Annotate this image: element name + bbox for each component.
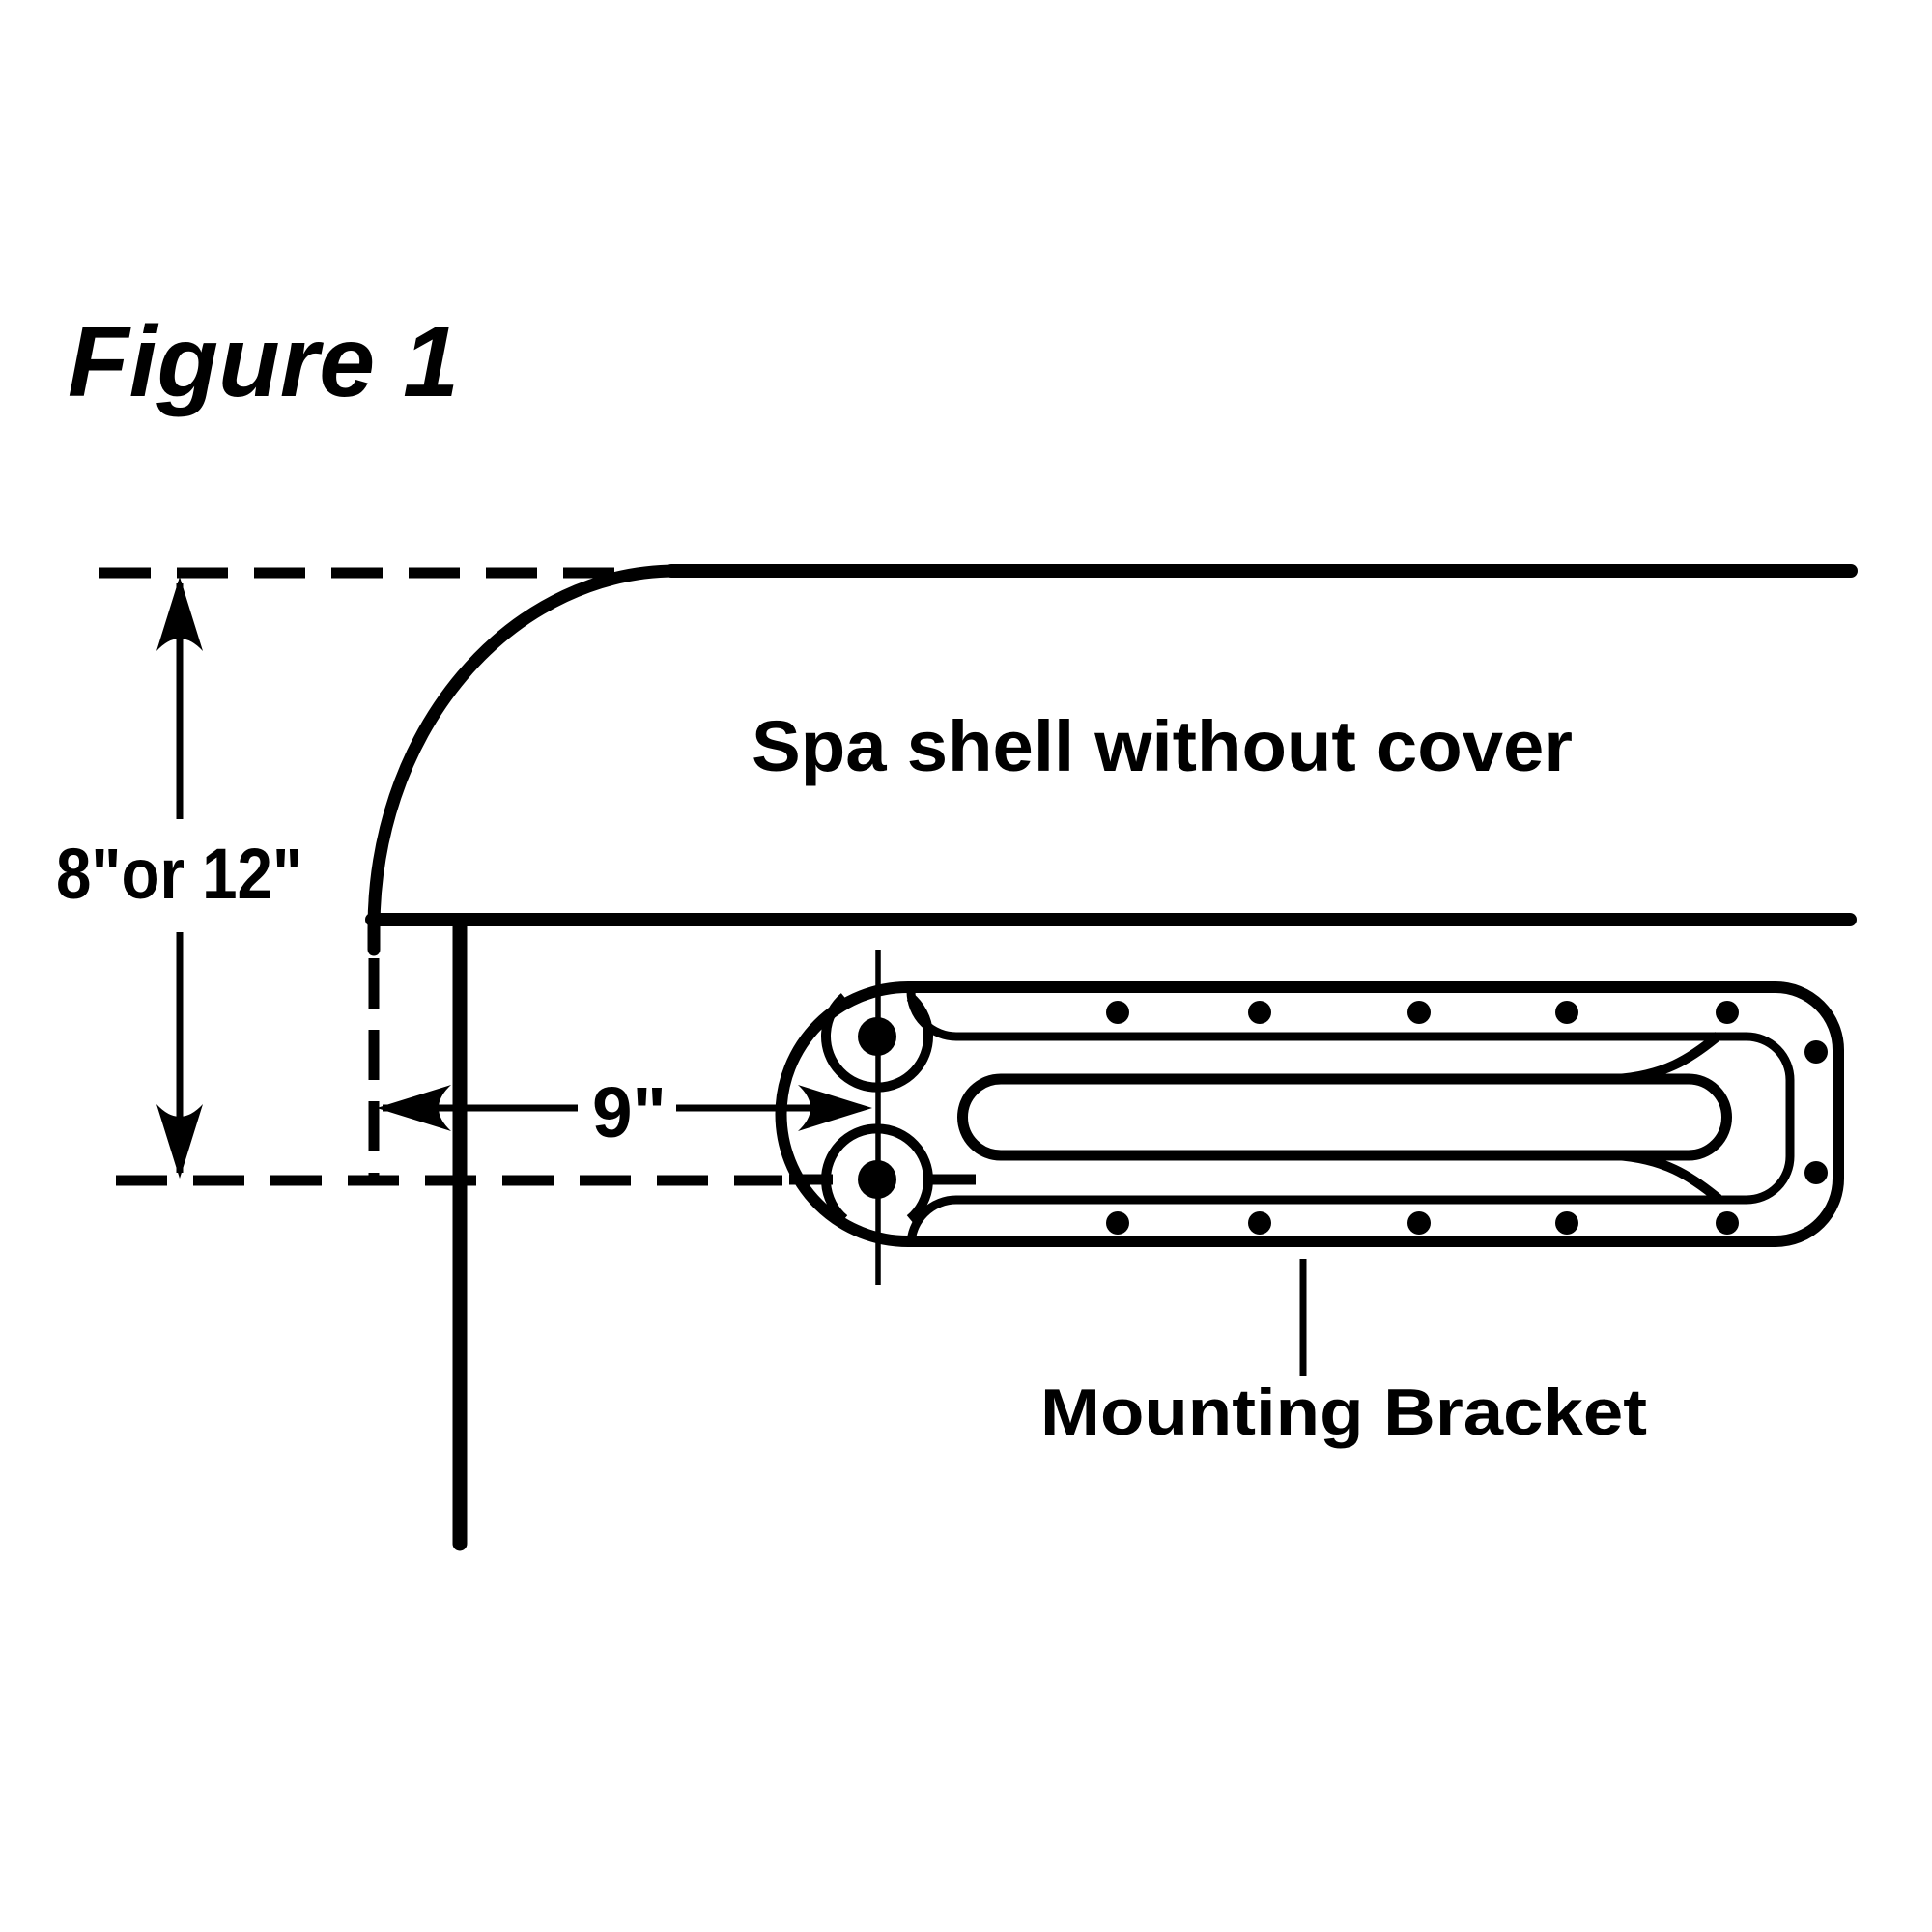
figure-title: Figure 1 bbox=[68, 306, 459, 418]
rivet-hole bbox=[1248, 1211, 1271, 1235]
bracket-outer-outline bbox=[775, 981, 1844, 1247]
rivet-hole bbox=[1804, 1040, 1828, 1064]
bracket-holes-right-column bbox=[1804, 1040, 1828, 1184]
bracket-slot-flare-bottom bbox=[1614, 1151, 1722, 1203]
bracket-holes-bottom-row bbox=[1106, 1211, 1739, 1235]
vertical-dimension bbox=[156, 577, 203, 1179]
arrow-right-icon bbox=[798, 1085, 872, 1131]
vertical-dimension-label: 8"or 12" bbox=[56, 834, 302, 914]
mounting-bracket bbox=[775, 981, 1844, 1247]
upper-screw-hole bbox=[858, 1017, 896, 1056]
lower-screw-arc bbox=[821, 1123, 933, 1223]
rivet-hole bbox=[1106, 1001, 1129, 1024]
rivet-hole bbox=[1555, 1001, 1578, 1024]
spa-shell-label: Spa shell without cover bbox=[752, 706, 1573, 786]
bracket-slot-flare-top bbox=[1614, 1032, 1722, 1084]
arrow-left-icon bbox=[377, 1085, 451, 1131]
construction-lines bbox=[99, 567, 881, 1285]
spa-shell-outline bbox=[365, 564, 1858, 1551]
bracket-slot bbox=[956, 1073, 1733, 1161]
rivet-hole bbox=[1248, 1001, 1271, 1024]
bracket-holes-top-row bbox=[1106, 1001, 1739, 1024]
rivet-hole bbox=[1555, 1211, 1578, 1235]
horizontal-dimension bbox=[377, 1085, 872, 1131]
lower-screw-hole bbox=[858, 1160, 896, 1199]
rivet-hole bbox=[1716, 1211, 1739, 1235]
rivet-hole bbox=[1804, 1161, 1828, 1184]
rivet-hole bbox=[1407, 1001, 1431, 1024]
mounting-bracket-label: Mounting Bracket bbox=[1040, 1376, 1647, 1449]
arrow-up-icon bbox=[156, 577, 203, 651]
bracket-inner-outline bbox=[906, 990, 1795, 1246]
arrow-down-icon bbox=[156, 1104, 203, 1179]
spa-shell-corner-curve bbox=[367, 564, 683, 956]
rivet-hole bbox=[1716, 1001, 1739, 1024]
upper-screw-arc bbox=[821, 993, 933, 1093]
rivet-hole bbox=[1106, 1211, 1129, 1235]
rivet-hole bbox=[1407, 1211, 1431, 1235]
horizontal-dimension-label: 9" bbox=[592, 1072, 667, 1152]
